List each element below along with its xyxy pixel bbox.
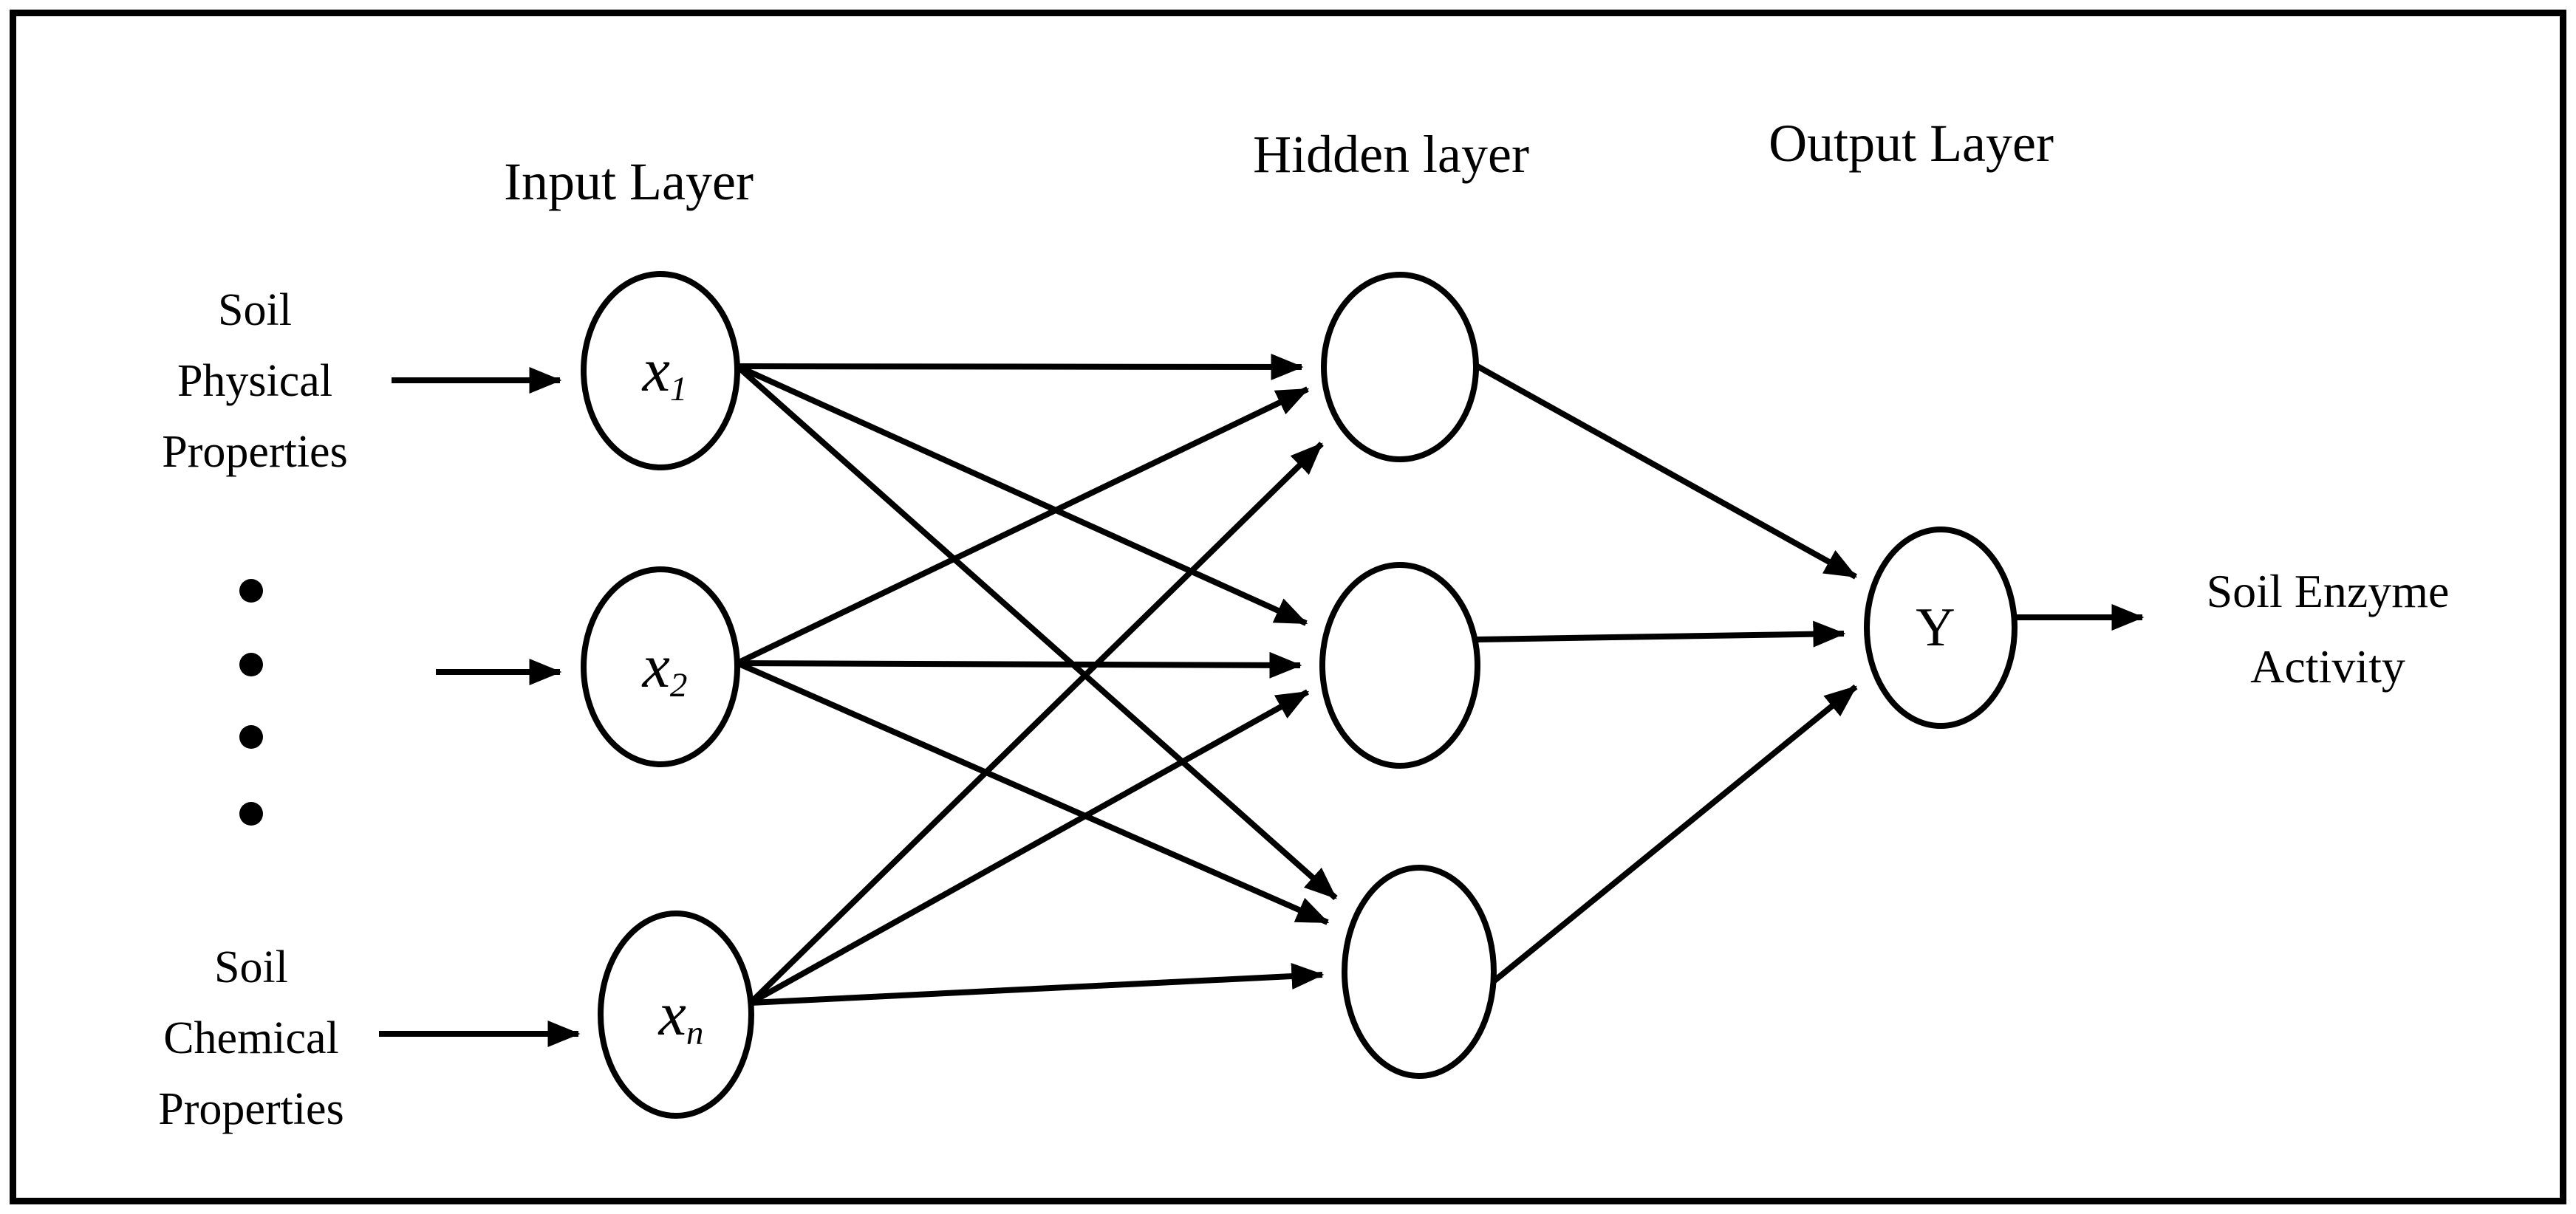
edge-x2-h3 (736, 660, 1330, 925)
label-line: Properties (162, 427, 348, 477)
node-x2-label: x2 (643, 636, 688, 703)
label-line: Activity (2250, 640, 2405, 693)
input-layer-title: Input Layer (504, 152, 754, 211)
edge-x1-h2 (736, 363, 1308, 626)
edge-x2-h1 (736, 386, 1310, 666)
node-x1-ellipse (581, 271, 740, 470)
label-line: Properties (158, 1084, 344, 1134)
node-y-ellipse (1864, 527, 2018, 729)
label-line: Physical (177, 356, 333, 406)
edge-h3-y (1492, 684, 1858, 984)
edge-x1-h1 (737, 353, 1304, 380)
edge-x2-h2 (737, 651, 1302, 679)
node-hidden2-ellipse (1319, 562, 1480, 769)
node-y-label: Y (1916, 597, 1955, 658)
node-xn-subscript: n (686, 1014, 704, 1053)
soil-chemical-properties-label: Soil Chemical Properties (158, 932, 344, 1145)
node-x2-subscript: 2 (669, 666, 688, 705)
label-line: Soil Enzyme (2206, 565, 2450, 617)
edge-h2-y (1476, 620, 1846, 648)
node-xn-label: xn (659, 984, 704, 1051)
soil-physical-properties-label: Soil Physical Properties (162, 275, 347, 487)
node-hidden1-ellipse (1321, 272, 1479, 462)
node-x1-var: x (642, 336, 670, 405)
node-x1-label: x1 (643, 340, 688, 407)
nodes (581, 271, 2018, 1119)
ellipsis-dot (239, 725, 263, 749)
ellipsis-dot (239, 653, 263, 676)
ellipsis-dot (239, 579, 263, 603)
node-xn-ellipse (598, 910, 754, 1119)
edge-xn-h1 (748, 442, 1324, 1005)
node-x2-ellipse (581, 566, 740, 767)
edge-xn-h2 (749, 689, 1310, 1006)
edge-h1-y (1475, 363, 1858, 580)
label-line: Soil (218, 285, 292, 335)
input-feed-arrows (379, 367, 581, 1047)
input-hidden-edges (735, 353, 1338, 1006)
soil-enzyme-activity-label: Soil Enzyme Activity (2207, 554, 2450, 704)
hidden-layer-title: Hidden layer (1253, 125, 1529, 184)
output-layer-title: Output Layer (1769, 114, 2054, 173)
node-x1-subscript: 1 (669, 370, 688, 409)
edge-xn-h3 (750, 963, 1325, 1006)
label-line: Soil (214, 942, 288, 992)
label-line: Chemical (163, 1013, 339, 1063)
ellipsis-dot (239, 802, 263, 826)
hidden-output-edges (1475, 363, 1858, 984)
node-hidden3-ellipse (1342, 865, 1497, 1079)
edge-x1-h3 (735, 364, 1338, 900)
node-x2-var: x (642, 632, 670, 701)
ellipsis-dots (239, 579, 263, 826)
node-xn-var: x (658, 980, 686, 1049)
